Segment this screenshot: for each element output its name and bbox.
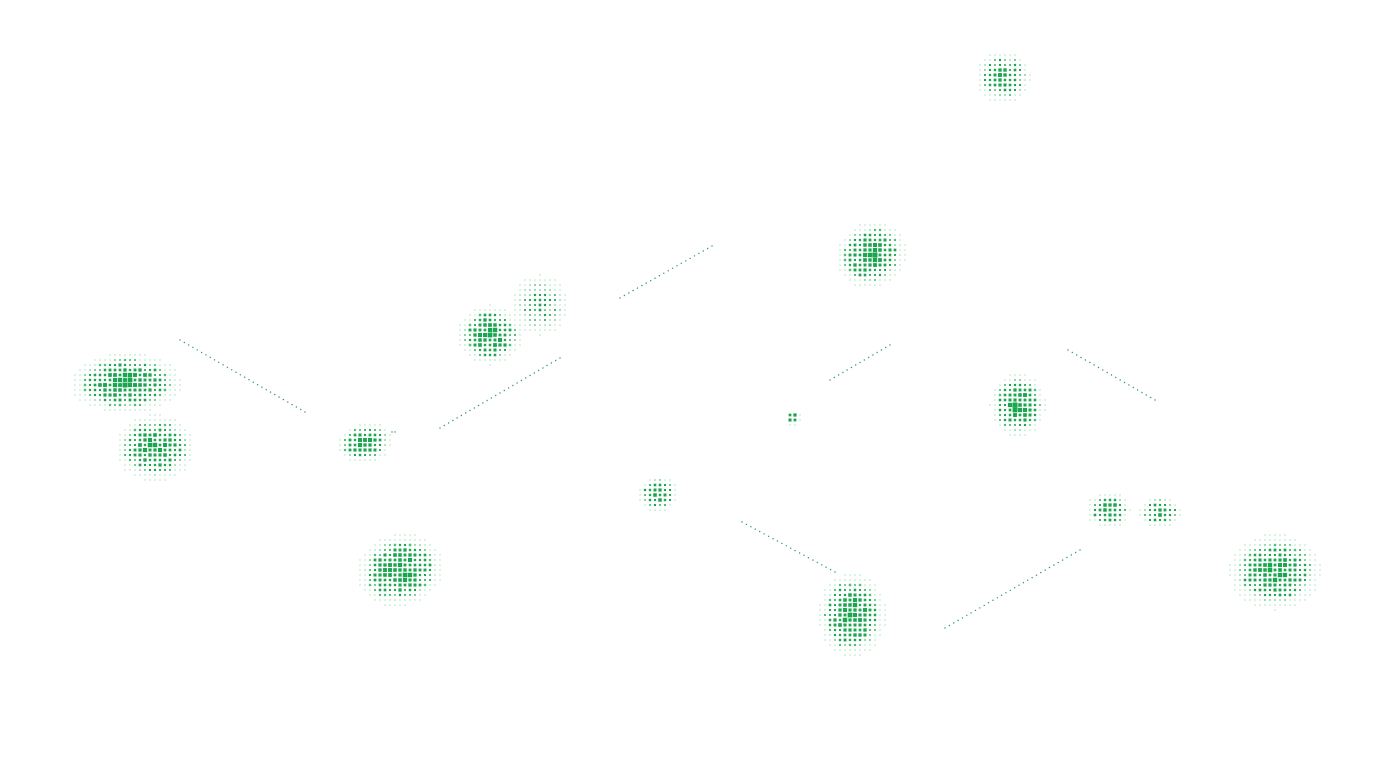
connector-line <box>619 245 713 299</box>
halftone-blob <box>1229 534 1321 611</box>
connector-line <box>1067 349 1156 401</box>
connector-line <box>391 431 396 433</box>
connector-line <box>944 549 1081 629</box>
dotted-connectors <box>179 245 1156 629</box>
halftone-blob <box>339 424 391 461</box>
halftone-blob <box>459 304 521 366</box>
connector-line <box>741 521 836 573</box>
connector-line <box>179 339 306 413</box>
halftone-blob <box>989 374 1046 436</box>
halftone-blob <box>819 574 886 656</box>
halftone-blob <box>839 224 906 286</box>
halftone-blob <box>74 354 181 411</box>
halftone-blob <box>788 413 801 426</box>
halftone-blob <box>514 274 566 336</box>
halftone-blob <box>1139 499 1181 526</box>
halftone-blob <box>359 534 441 606</box>
halftone-blob <box>979 54 1031 101</box>
halftone-blob <box>119 414 191 481</box>
halftone-blobs <box>74 54 1321 656</box>
connector-line <box>829 344 891 381</box>
halftone-blob <box>639 479 676 511</box>
halftone-blob <box>1089 494 1131 526</box>
connector-line <box>439 357 561 429</box>
